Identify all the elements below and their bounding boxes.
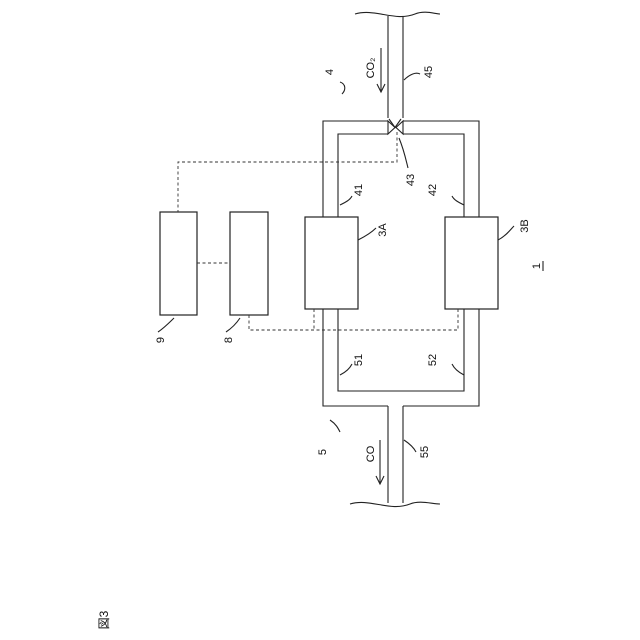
label-51: 51 xyxy=(353,354,365,366)
label-52: 52 xyxy=(427,354,439,366)
label-3b: 3B xyxy=(519,219,531,232)
label-co2: CO₂ xyxy=(365,58,377,79)
pipe-break-bottom xyxy=(350,502,440,506)
pipe-break-top xyxy=(355,12,440,16)
co2-inlet-pipe xyxy=(388,16,403,118)
leader-3b xyxy=(498,226,514,240)
co-flow-arrow xyxy=(376,440,384,484)
leader-5 xyxy=(330,420,340,432)
unit-8 xyxy=(230,212,268,315)
label-3a: 3A xyxy=(377,223,389,237)
label-co: CO xyxy=(365,445,377,462)
co-outlet-pipe xyxy=(388,406,403,503)
leader-43 xyxy=(399,138,408,168)
leader-52 xyxy=(452,364,464,375)
control-line-reactors xyxy=(249,309,458,330)
supply-manifold xyxy=(323,121,479,217)
label-41: 41 xyxy=(353,184,365,196)
leader-42 xyxy=(452,196,464,205)
leader-41 xyxy=(340,196,352,205)
label-4: 4 xyxy=(324,69,336,75)
reactor-3a xyxy=(305,217,358,309)
leader-4 xyxy=(340,82,345,94)
label-43: 43 xyxy=(405,174,417,186)
reactor-3b xyxy=(445,217,498,309)
figure-caption: 図3 xyxy=(97,610,111,629)
unit-9 xyxy=(160,212,197,315)
label-45: 45 xyxy=(423,66,435,78)
label-8: 8 xyxy=(223,337,235,343)
leader-8 xyxy=(226,318,240,332)
leader-3a xyxy=(358,228,376,240)
control-line-valve xyxy=(178,132,397,212)
co2-flow-arrow xyxy=(377,48,385,92)
label-42: 42 xyxy=(427,184,439,196)
system-reference: 1 xyxy=(531,261,543,271)
valve-43 xyxy=(388,119,403,134)
svg-text:1: 1 xyxy=(531,263,543,269)
leader-9 xyxy=(158,318,174,332)
label-9: 9 xyxy=(155,337,167,343)
leader-55 xyxy=(404,440,416,452)
leader-45 xyxy=(404,73,420,80)
leader-51 xyxy=(340,364,352,375)
label-55: 55 xyxy=(419,446,431,458)
discharge-manifold xyxy=(323,309,479,406)
label-5: 5 xyxy=(317,449,329,455)
